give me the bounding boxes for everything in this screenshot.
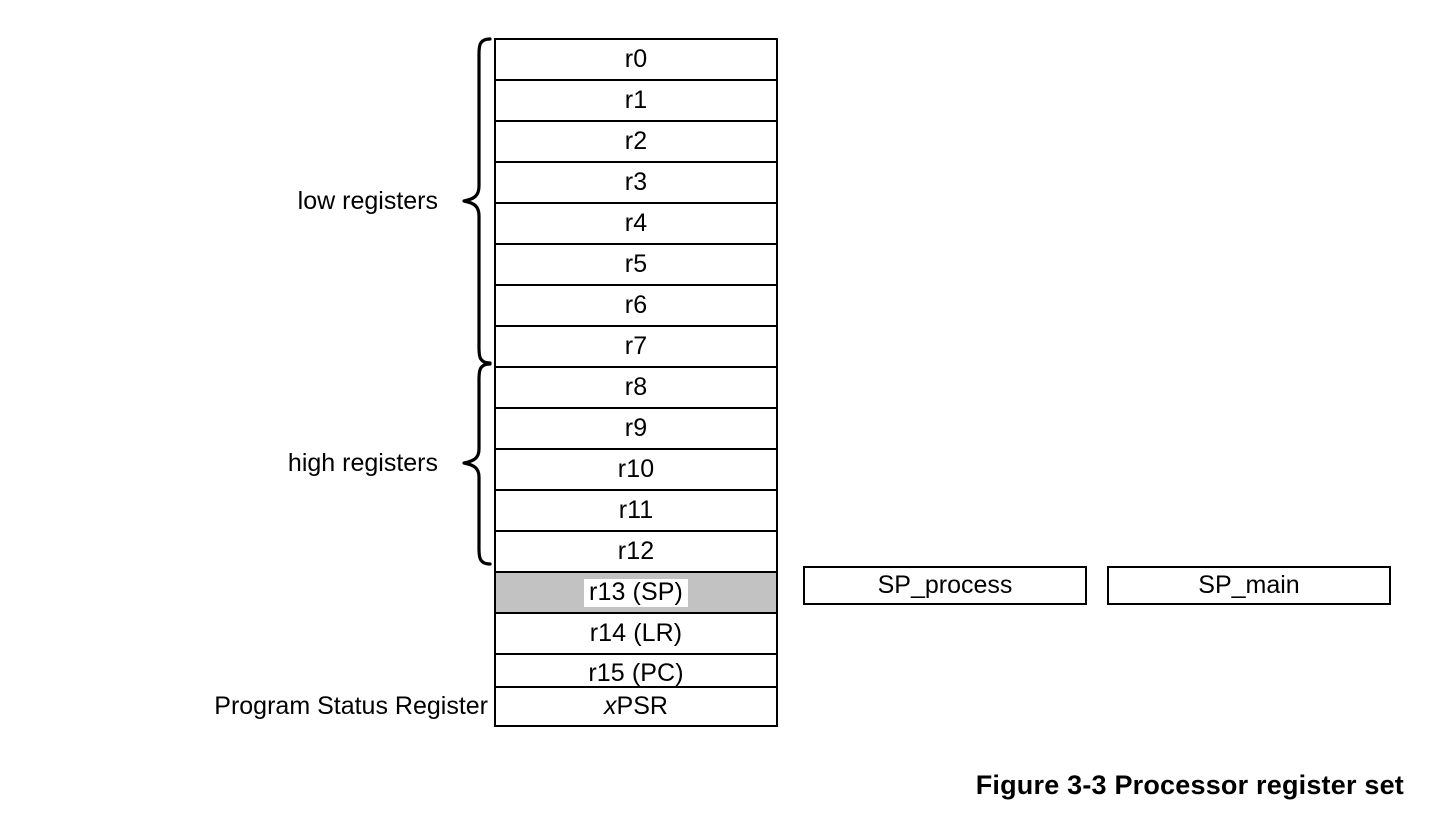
register-cell-label: r6 — [624, 291, 648, 319]
register-cell: r11 — [494, 489, 778, 530]
sp-process-box: SP_process — [803, 566, 1087, 605]
register-cell-label: r4 — [624, 209, 648, 237]
register-cell: r9 — [494, 407, 778, 448]
group-label-program-status-register: Program Status Register — [214, 692, 488, 720]
xpsr-label-rest: PSR — [616, 692, 668, 720]
figure-caption: Figure 3-3 Processor register set — [975, 770, 1404, 800]
register-cell: r13 (SP) — [494, 571, 778, 612]
register-cell-label: r15 (PC) — [588, 659, 684, 687]
register-cell-xpsr: xPSR — [494, 686, 778, 727]
register-cell: r1 — [494, 79, 778, 120]
register-cell-label: r3 — [624, 168, 648, 196]
register-cell: r10 — [494, 448, 778, 489]
register-cell-label: r11 — [618, 496, 654, 524]
register-cell-label: r0 — [624, 45, 648, 73]
sp-process-label: SP_process — [877, 571, 1013, 599]
group-label-low-registers: low registers — [297, 187, 438, 215]
register-cell: r4 — [494, 202, 778, 243]
register-cell: r6 — [494, 284, 778, 325]
xpsr-italic-prefix: x — [604, 692, 617, 720]
sp-main-label: SP_main — [1198, 571, 1300, 599]
register-cell-label: r12 — [617, 537, 655, 565]
register-cell: r0 — [494, 38, 778, 79]
register-cell: r7 — [494, 325, 778, 366]
register-cell: r14 (LR) — [494, 612, 778, 653]
register-cell-label: r2 — [624, 127, 648, 155]
sp-main-box: SP_main — [1107, 566, 1391, 605]
register-cell: r2 — [494, 120, 778, 161]
register-cell-label: r13 (SP) — [584, 578, 688, 607]
register-cell-label: r9 — [624, 414, 648, 442]
register-cell: r12 — [494, 530, 778, 571]
register-cell: r8 — [494, 366, 778, 407]
register-cell-label: xPSR — [604, 694, 668, 719]
register-cell-label: r5 — [624, 250, 648, 278]
register-cell-label: r1 — [624, 86, 648, 114]
register-cell-label: r7 — [624, 332, 648, 360]
register-cell: r5 — [494, 243, 778, 284]
curly-brace-right-icon-high-registers — [462, 362, 492, 566]
register-cell-label: r14 (LR) — [589, 619, 683, 647]
register-file-column: r0 r1 r2 r3 r4 r5 r6 r7 r8 r9 r10 r11 r12 r13 (SP) r14… — [494, 38, 778, 694]
group-label-high-registers: high registers — [287, 449, 438, 477]
register-cell: r3 — [494, 161, 778, 202]
curly-brace-right-icon-low-registers — [462, 37, 492, 365]
register-cell-label: r8 — [624, 373, 648, 401]
register-cell-label: r10 — [617, 455, 655, 483]
